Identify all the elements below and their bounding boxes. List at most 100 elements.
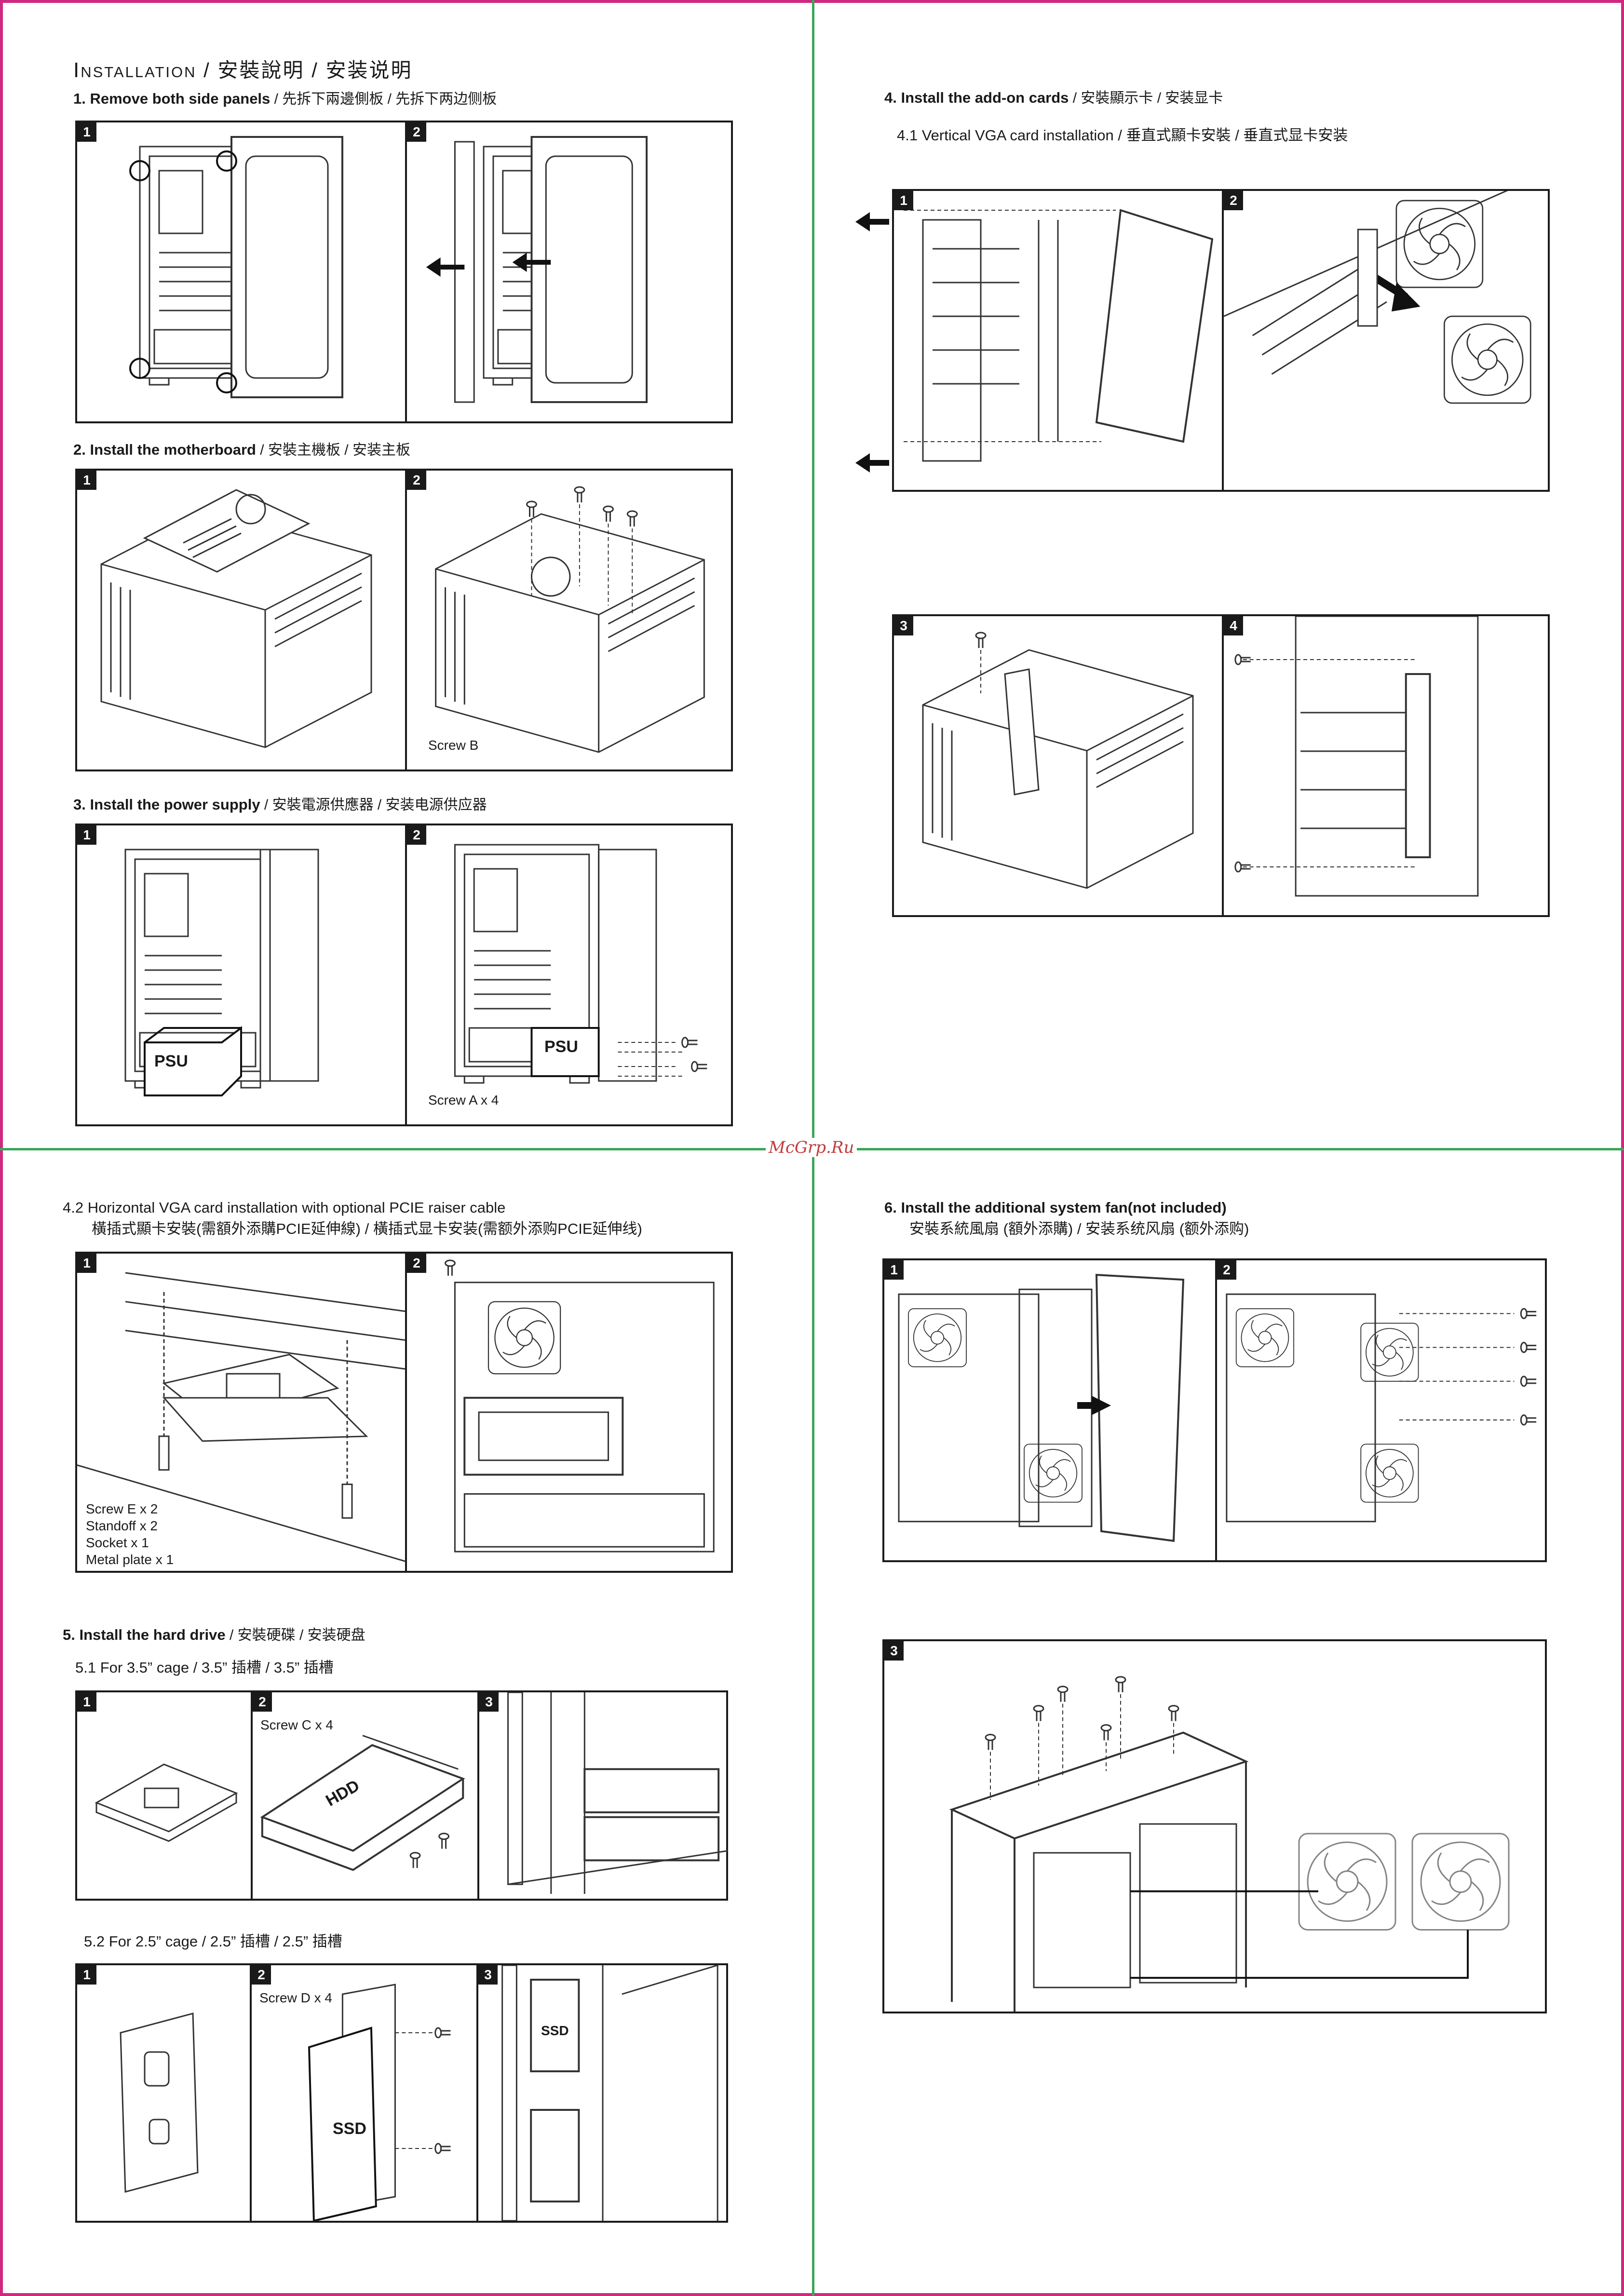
ssd-cage-illustration	[501, 1965, 718, 2221]
step6-heading-cn: 安裝系統風扇 (額外添購) / 安装系统风扇 (额外添购)	[909, 1220, 1249, 1237]
hdd-tray-illustration	[95, 1763, 238, 1842]
step5-1-subheading: 5.1 For 3.5” cage / 3.5” 插槽 / 3.5” 插槽	[75, 1659, 334, 1676]
step1-figure: 1 2	[75, 121, 733, 423]
panel-number: 1	[894, 191, 913, 210]
ssd-install-illustration	[308, 1984, 451, 2221]
step5-1-panel-1: 1	[77, 1692, 251, 1899]
motherboard-placement-illustration	[100, 489, 372, 748]
screw-d-label: Screw D x 4	[259, 1990, 332, 2005]
gpu-placement-illustration	[922, 632, 1194, 889]
panel-number: 2	[253, 1692, 272, 1712]
panel-number: 4	[1224, 616, 1243, 635]
step6-heading: 6. Install the additional system fan(not…	[884, 1199, 1227, 1216]
step4-1-figure-bottom: 3 4	[892, 614, 1550, 917]
ssd-bracket-illustration	[120, 2012, 199, 2193]
panel-number: 1	[77, 825, 96, 845]
step4-heading: 4. Install the add-on cards / 安裝顯示卡 / 安装…	[884, 89, 1223, 106]
panel-number: 1	[77, 1692, 96, 1712]
ssd-label: SSD	[333, 2120, 366, 2138]
arrow-left-icon	[855, 212, 889, 231]
gpu-bracket-screws-illustration	[1234, 616, 1479, 897]
screw-a-label: Screw A x 4	[428, 1093, 499, 1107]
screw-c-label: Screw C x 4	[260, 1717, 333, 1732]
parts-standoff: Standoff x 2	[86, 1518, 158, 1533]
top-fan-install-illustration	[949, 1676, 1510, 2012]
hdd-install-illustration	[260, 1735, 465, 1871]
step5-2-subheading: 5.2 For 2.5” cage / 2.5” 插槽 / 2.5” 插槽	[84, 1933, 342, 1950]
step5-2-panel-1: 1	[77, 1965, 250, 2221]
step2-figure: 1 2 Screw B	[75, 469, 733, 771]
parts-list: Screw E x 2 Standoff x 2 Socket x 1 Meta…	[86, 1500, 174, 1568]
watermark: McGrp.Ru	[766, 1138, 857, 1157]
step2-panel-2: 2 Screw B	[405, 471, 733, 770]
panel-number: 1	[77, 1965, 96, 1985]
side-panel-screws-illustration	[129, 136, 343, 398]
page-title: Installation / 安裝說明 / 安装说明	[73, 58, 413, 82]
panel-number: 1	[77, 122, 96, 142]
step4-2-figure: 1 Screw E x 2 Standoff x 2 Socket x 1 Me…	[75, 1252, 733, 1573]
ssd-label: SSD	[541, 2023, 569, 2038]
step4-1-panel-2: 2	[1222, 191, 1550, 490]
step4-1-panel-3: 3	[894, 616, 1222, 915]
step6-panel-1: 1	[884, 1260, 1215, 1560]
panel-number: 2	[407, 471, 426, 490]
step4-2-subheading: 4.2 Horizontal VGA card installation wit…	[63, 1199, 506, 1216]
step4-1-panel-4: 4	[1222, 616, 1550, 915]
step4-2-panel-1: 1 Screw E x 2 Standoff x 2 Socket x 1 Me…	[77, 1254, 405, 1571]
step6-figure-bottom: 3	[882, 1639, 1547, 2013]
panel-number: 1	[884, 1260, 904, 1280]
panel-number: 2	[407, 825, 426, 845]
pcie-riser-illustration	[77, 1272, 405, 1562]
step4-1-figure-top: 1 2	[892, 189, 1550, 492]
front-fan-screws-illustration	[1226, 1293, 1537, 1523]
parts-screw-e: Screw E x 2	[86, 1501, 158, 1516]
step4-1-subheading: 4.1 Vertical VGA card installation / 垂直式…	[897, 127, 1348, 144]
step6-panel-2: 2	[1215, 1260, 1546, 1560]
step5-1-panel-3: 3	[477, 1692, 728, 1899]
step1-panel-1: 1	[77, 122, 405, 421]
panel-number: 2	[407, 122, 426, 142]
step3-panel-1: 1 PSU	[77, 825, 405, 1124]
pci-cover-removal-illustration	[904, 209, 1214, 462]
step6-panel-3: 3	[884, 1641, 1545, 2012]
step2-panel-1: 1	[77, 471, 405, 770]
parts-socket: Socket x 1	[86, 1535, 149, 1550]
motherboard-screws-illustration	[435, 486, 705, 753]
panel-number: 1	[77, 471, 96, 490]
step5-2-figure: 1 2 Screw D x 4 SSD 3 SSD	[75, 1963, 728, 2223]
arrow-left-icon	[855, 453, 889, 473]
step4-2-subheading-cn: 橫插式顯卡安裝(需額外添購PCIE延伸線) / 橫插式显卡安装(需额外添购PCI…	[92, 1220, 642, 1237]
panel-number: 1	[77, 1254, 96, 1273]
panel-number: 2	[1224, 191, 1243, 210]
step1-heading: 1. Remove both side panels / 先拆下兩邊側板 / 先…	[73, 90, 497, 107]
psu-insert-illustration	[124, 849, 319, 1096]
front-panel-removal-illustration	[898, 1273, 1185, 1542]
step3-heading: 3. Install the power supply / 安裝電源供應器 / …	[73, 796, 487, 813]
vertical-gpu-mount-illustration	[1224, 191, 1531, 404]
psu-screws-illustration	[454, 844, 708, 1084]
screw-b-label: Screw B	[428, 738, 479, 753]
panel-number: 2	[407, 1254, 426, 1273]
step5-2-panel-3: 3 SSD	[476, 1965, 728, 2221]
parts-metal-plate: Metal plate x 1	[86, 1552, 174, 1567]
step3-figure: 1 PSU 2 PSU Screw A x 4	[75, 824, 733, 1126]
panel-number: 2	[252, 1965, 271, 1985]
panel-number: 3	[884, 1641, 904, 1661]
step5-1-figure: 1 2 Screw C x 4 HDD 3	[75, 1690, 728, 1901]
step4-2-panel-2: 2	[405, 1254, 733, 1571]
psu-label: PSU	[544, 1038, 578, 1056]
panel-number: 2	[1217, 1260, 1236, 1280]
step5-heading: 5. Install the hard drive / 安裝硬碟 / 安装硬盘	[63, 1626, 365, 1643]
hdd-cage-illustration	[507, 1692, 728, 1894]
step5-1-panel-2: 2 Screw C x 4 HDD	[251, 1692, 477, 1899]
remove-side-panel-illustration	[426, 136, 648, 403]
step5-2-panel-2: 2 Screw D x 4 SSD	[250, 1965, 476, 2221]
step3-panel-2: 2 PSU Screw A x 4	[405, 825, 733, 1124]
step1-panel-2: 2	[405, 122, 733, 421]
step2-heading: 2. Install the motherboard / 安裝主機板 / 安装主…	[73, 441, 410, 458]
step4-1-panel-1: 1	[894, 191, 1222, 490]
step6-figure-top: 1 2	[882, 1258, 1547, 1562]
panel-number: 3	[479, 1692, 499, 1712]
panel-number: 3	[894, 616, 913, 635]
panel-number: 3	[478, 1965, 498, 1985]
